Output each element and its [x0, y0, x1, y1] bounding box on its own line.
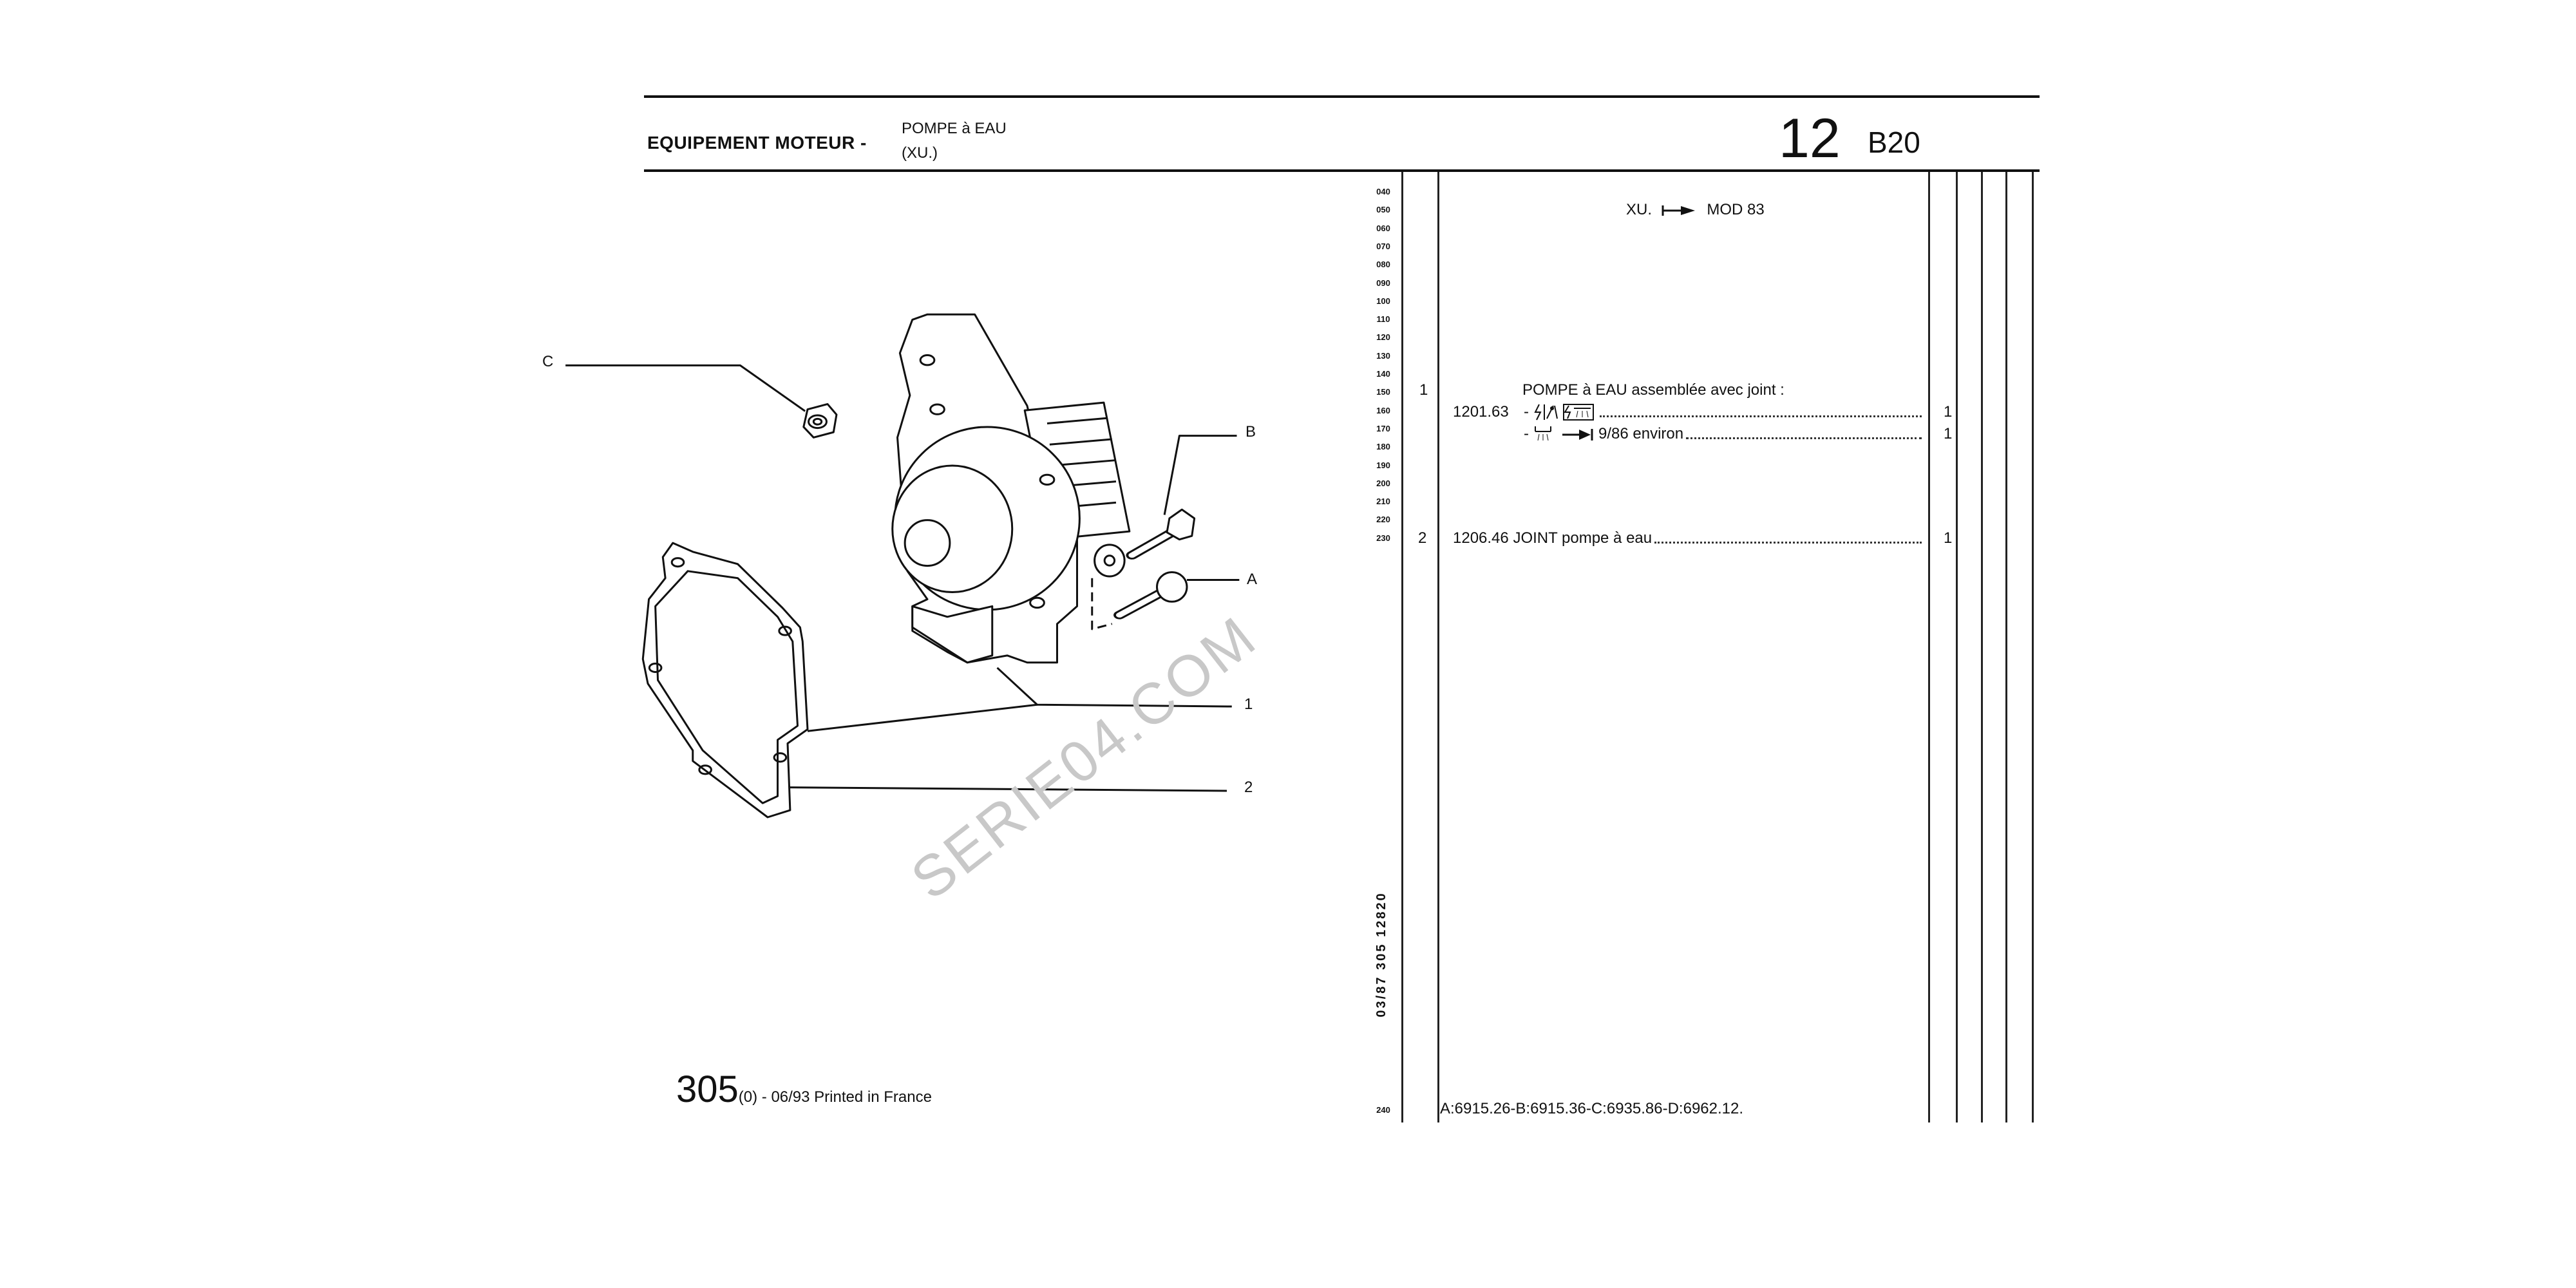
water-pump-icon — [893, 314, 1130, 663]
item-ref: 2 — [1418, 529, 1427, 547]
row-number: 070 — [1376, 241, 1390, 251]
page-code: B20 — [1868, 126, 1920, 159]
table-line-col4 — [2032, 172, 2034, 1122]
variant-symbols — [1534, 404, 1594, 421]
table-line-col3 — [2005, 172, 2007, 1122]
row-number: 060 — [1376, 223, 1390, 233]
row-number: 080 — [1376, 260, 1390, 270]
footer-model: 305 — [676, 1068, 739, 1110]
row-number: 050 — [1376, 205, 1390, 215]
lightning-icon — [1534, 404, 1542, 421]
from-arrow-icon — [1662, 205, 1695, 216]
shower-icon — [1535, 426, 1551, 441]
boxed-lightning-shower-icon — [1563, 404, 1594, 421]
bolt-b-icon — [1126, 509, 1195, 560]
row-number: 090 — [1376, 278, 1390, 288]
table-line-qty — [1928, 172, 1930, 1122]
applicability-from: XU. — [1626, 201, 1653, 218]
variant-prefix: - — [1524, 403, 1529, 421]
subtitle-line2: (XU.) — [902, 144, 938, 162]
row-number: 160 — [1376, 405, 1390, 415]
row-number: 150 — [1376, 387, 1390, 397]
bolt-a-icon — [1113, 572, 1187, 620]
table-line-refs — [1401, 172, 1403, 1122]
callout-a: A — [1247, 571, 1258, 588]
dot-leader — [1686, 437, 1922, 439]
row-number: 230 — [1376, 533, 1390, 543]
part-number: 1206.46 — [1453, 529, 1509, 547]
callout-b: B — [1245, 423, 1256, 440]
quantity: 1 — [1944, 425, 1953, 442]
washer-icon — [1095, 545, 1125, 576]
applicability-to: MOD 83 — [1707, 201, 1765, 218]
callout-c: C — [542, 353, 554, 370]
section-title: EQUIPEMENT MOTEUR - — [647, 133, 867, 153]
row-number: 200 — [1376, 478, 1390, 488]
applicability-line: XU. MOD 83 — [1626, 201, 1765, 219]
row-number: 110 — [1376, 314, 1390, 325]
table-line-col2 — [1981, 172, 1983, 1122]
quantity: 1 — [1944, 403, 1953, 421]
variant-line: - — [1524, 402, 1924, 421]
row-number: 040 — [1376, 187, 1390, 196]
row-number: 140 — [1376, 369, 1390, 379]
row-number: 220 — [1376, 515, 1390, 525]
row-number: 170 — [1376, 423, 1390, 433]
part-number: 1201.63 — [1453, 403, 1509, 421]
header-top-rule — [644, 95, 2040, 98]
variant-prefix: - — [1524, 425, 1529, 442]
table-line-col1 — [1956, 172, 1958, 1122]
header-bottom-rule — [644, 169, 2040, 172]
group-number: 12 — [1779, 108, 1841, 169]
row-number: 190 — [1376, 460, 1390, 470]
subtitle-line1: POMPE à EAU — [902, 120, 1007, 137]
footer-print-info: (0) - 06/93 Printed in France — [738, 1088, 932, 1106]
callout-2: 2 — [1244, 779, 1253, 796]
item-ref: 1 — [1419, 381, 1428, 399]
variant-text: 9/86 environ — [1598, 425, 1684, 442]
pencil-icon — [1546, 405, 1558, 419]
leader-lines — [565, 365, 1239, 791]
until-arrow-icon — [1562, 429, 1593, 440]
item-title: JOINT pompe à eau — [1513, 529, 1653, 547]
gasket-icon — [643, 543, 808, 817]
table-line-parts — [1437, 172, 1439, 1122]
variant-line: - 9/86 environ — [1524, 424, 1924, 443]
row-number: 180 — [1376, 442, 1390, 452]
item-title: POMPE à EAU assemblée avec joint : — [1522, 381, 1785, 399]
row-number: 240 — [1376, 1105, 1390, 1115]
row-number: 120 — [1376, 332, 1390, 343]
footer: 305(0) - 06/93 Printed in France — [676, 1069, 932, 1110]
callout-1: 1 — [1244, 696, 1253, 713]
item-line: 1206.46 JOINT pompe à eau — [1453, 528, 1924, 547]
hardware-references: A:6915.26-B:6915.36-C:6935.86-D:6962.12. — [1440, 1100, 1744, 1117]
row-number: 100 — [1376, 296, 1390, 306]
row-number: 130 — [1376, 350, 1390, 361]
row-number: 210 — [1376, 497, 1390, 507]
nut-icon — [804, 404, 837, 437]
dot-leader — [1600, 415, 1922, 417]
dot-leader — [1654, 542, 1922, 544]
quantity: 1 — [1944, 529, 1953, 547]
